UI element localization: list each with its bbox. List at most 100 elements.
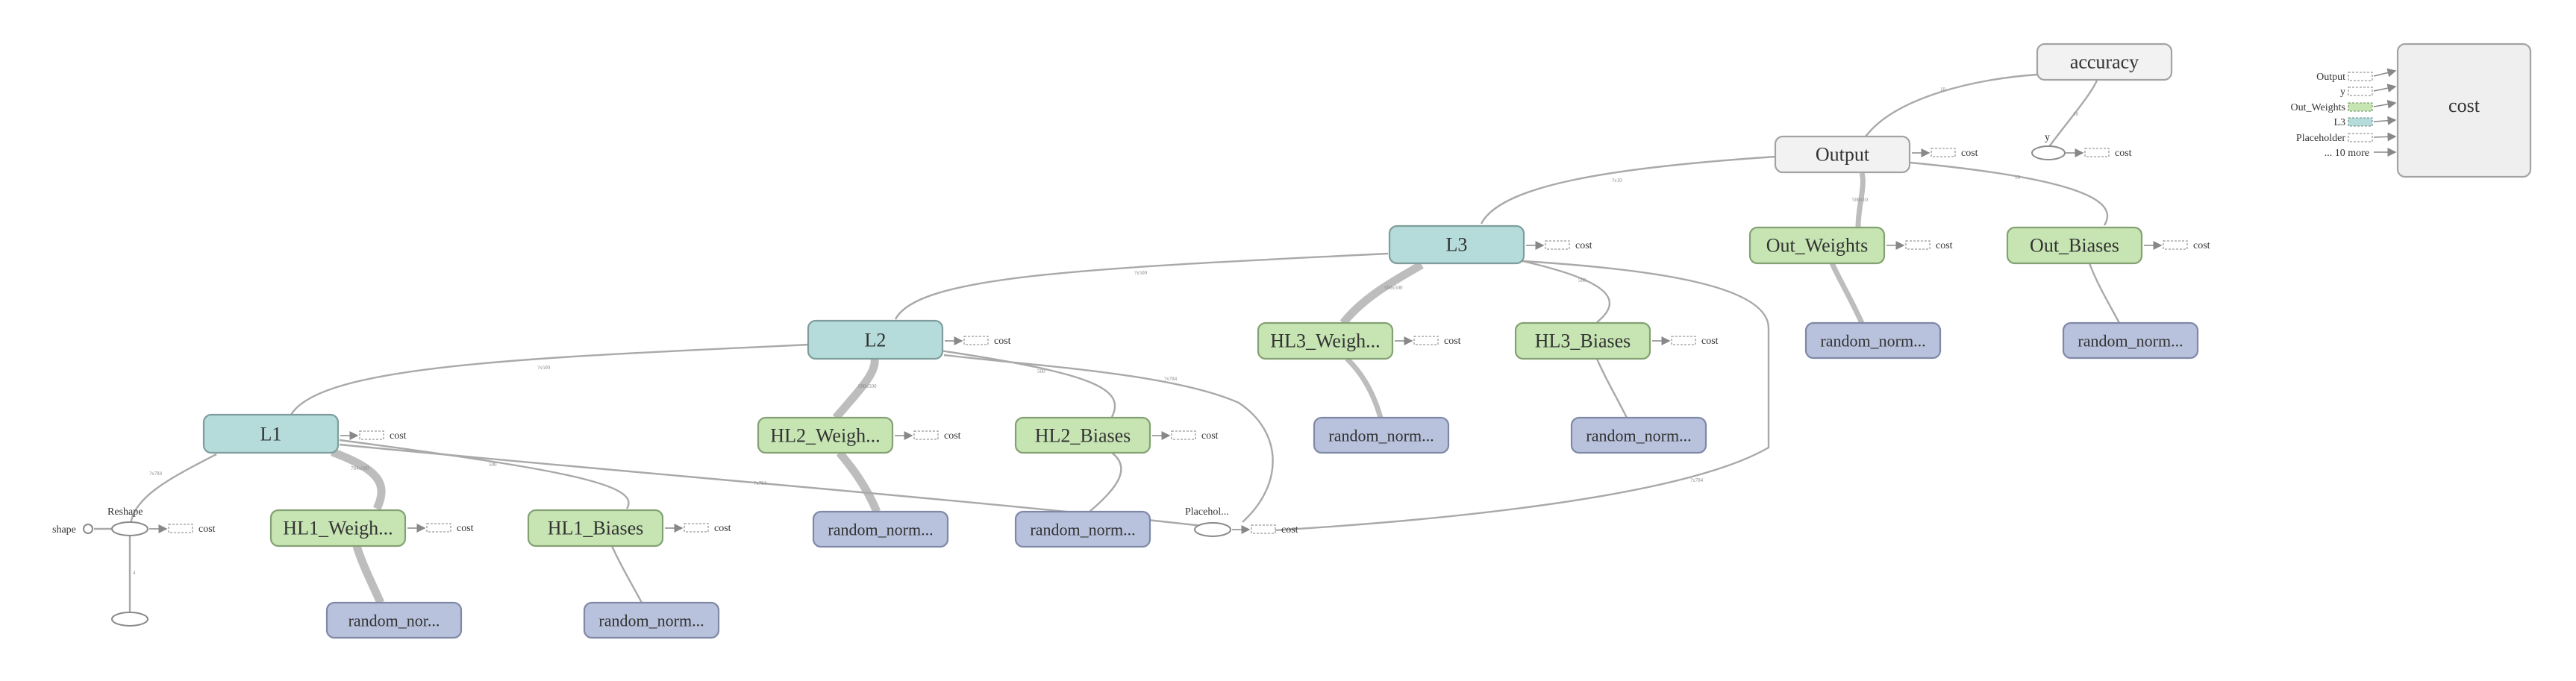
cost-input-output[interactable]: Output: [2316, 68, 2397, 83]
node-output[interactable]: Output: [1774, 135, 1911, 174]
cost-label: cost: [390, 430, 407, 442]
node-label: random_norm...: [1820, 332, 1925, 351]
cost-stub-output[interactable]: cost: [1912, 148, 1978, 159]
cost-stub-y[interactable]: cost: [2066, 148, 2132, 159]
node-label: y: [2045, 132, 2050, 143]
node-reshape-output[interactable]: [111, 612, 149, 627]
edge-hl2b-l2: [940, 349, 1116, 418]
edge-reshape-l1: [129, 453, 217, 525]
node-label: HL3_Weigh...: [1270, 330, 1380, 352]
edge-rn-hl1w: [352, 545, 385, 605]
node-l2[interactable]: L2: [807, 319, 944, 360]
edge-label: 500x500: [858, 383, 877, 389]
cost-stub-hl1-weights[interactable]: cost: [407, 523, 474, 534]
node-out-weights[interactable]: Out_Weights: [1748, 226, 1886, 265]
cost-stub-hl3-weights[interactable]: cost: [1395, 336, 1461, 347]
node-label: random_norm...: [598, 612, 704, 630]
node-y[interactable]: y: [2031, 132, 2066, 160]
cost-label: cost: [1444, 336, 1461, 347]
cost-stub-hl2-biases[interactable]: cost: [1152, 430, 1219, 442]
node-random-norm-hl3-weights[interactable]: random_norm...: [1313, 416, 1450, 454]
node-label: HL2_Biases: [1035, 425, 1131, 447]
edge-label: 784x500: [351, 465, 369, 471]
edge-hl2w-l2: [832, 358, 879, 421]
cost-input-label: Placeholder: [2296, 133, 2345, 144]
node-label: HL3_Biases: [1535, 330, 1631, 352]
node-label: random_nor...: [348, 612, 440, 630]
cost-stub-l2[interactable]: cost: [945, 336, 1011, 347]
node-out-biases[interactable]: Out_Biases: [2006, 226, 2143, 265]
cost-stub-out-weights[interactable]: cost: [1886, 240, 1953, 251]
cost-panel[interactable]: cost Output y Out_Weights L3 Placeholder: [2290, 43, 2532, 178]
node-hl2-weights[interactable]: HL2_Weigh...: [757, 416, 894, 454]
cost-label: cost: [1936, 240, 1953, 251]
cost-stub-l1[interactable]: cost: [340, 430, 407, 442]
node-label: shape: [52, 524, 76, 536]
cost-label: cost: [1701, 336, 1719, 347]
cost-input-label: L3: [2333, 117, 2345, 128]
node-hl1-weights[interactable]: HL1_Weigh...: [269, 509, 407, 547]
node-l1[interactable]: L1: [202, 413, 340, 454]
cost-stub-out-biases[interactable]: cost: [2144, 240, 2210, 251]
cost-label: cost: [1575, 240, 1592, 251]
node-label: L1: [260, 424, 282, 445]
node-hl3-biases[interactable]: HL3_Biases: [1514, 321, 1651, 360]
cost-stub-hl1-biases[interactable]: cost: [665, 523, 731, 534]
edge-label: 500: [489, 462, 497, 468]
node-label: Out_Biases: [2030, 235, 2119, 257]
node-hl1-biases[interactable]: HL1_Biases: [527, 509, 664, 547]
node-label: Reshape: [107, 506, 143, 518]
node-hl3-weights[interactable]: HL3_Weigh...: [1257, 321, 1394, 360]
edge-label: 10: [2073, 111, 2079, 117]
cost-label: cost: [994, 336, 1011, 347]
cost-input-label: Out_Weights: [2290, 102, 2345, 113]
node-random-norm-hl2-biases[interactable]: random_norm...: [1014, 510, 1151, 548]
cost-label: cost: [1201, 430, 1219, 442]
edge-outbiases-output: [1910, 161, 2109, 226]
node-random-nor-hl1-weights[interactable]: random_nor...: [325, 601, 463, 639]
node-reshape[interactable]: Reshape: [107, 506, 149, 536]
cost-input-out-weights[interactable]: Out_Weights: [2290, 99, 2397, 113]
edge-label: ?x784: [1690, 477, 1704, 483]
node-placeholder[interactable]: Placehol...: [1185, 506, 1231, 537]
node-random-norm-hl2-weights[interactable]: random_norm...: [812, 510, 949, 548]
cost-label: cost: [1281, 524, 1298, 536]
node-label: accuracy: [2070, 51, 2139, 73]
node-random-norm-out-weights[interactable]: random_norm...: [1804, 321, 1942, 360]
cost-stub-hl3-biases[interactable]: cost: [1652, 336, 1719, 347]
node-l3[interactable]: L3: [1388, 225, 1525, 265]
node-shape[interactable]: shape: [52, 524, 93, 536]
edge-rn-hl2b: [1089, 452, 1122, 512]
edge-label: 500x10: [1852, 197, 1869, 203]
cost-stub-reshape[interactable]: cost: [149, 524, 216, 535]
cost-input-placeholder[interactable]: Placeholder: [2296, 132, 2397, 144]
cost-input-label: Output: [2316, 72, 2345, 83]
cost-stub-hl2-weights[interactable]: cost: [895, 430, 961, 442]
node-accuracy[interactable]: accuracy: [2036, 43, 2173, 81]
cost-input-label: y: [2340, 87, 2345, 98]
cost-stub-l3[interactable]: cost: [1526, 240, 1592, 251]
node-random-norm-hl1-biases[interactable]: random_norm...: [583, 601, 720, 639]
cost-input-more[interactable]: ... 10 more: [2325, 148, 2397, 159]
cost-input-y[interactable]: y: [2340, 84, 2397, 98]
edge-ph-l2: [943, 354, 1274, 523]
node-hl2-biases[interactable]: HL2_Biases: [1014, 416, 1151, 454]
cost-stubs: cost cost cost cost cost cost: [149, 148, 2210, 536]
cost-input-l3[interactable]: L3: [2333, 116, 2397, 128]
edge-label: ?x784: [754, 480, 767, 486]
node-random-norm-out-biases[interactable]: random_norm...: [2062, 321, 2199, 360]
cost-stub-placeholder[interactable]: cost: [1232, 524, 1298, 536]
node-label: Out_Weights: [1766, 235, 1869, 257]
edge-hl1b-l1: [339, 439, 630, 509]
node-label: HL2_Weigh...: [770, 425, 880, 447]
edge-label: 500: [1578, 277, 1586, 283]
node-random-norm-hl3-biases[interactable]: random_norm...: [1570, 416, 1707, 454]
node-label: Placehol...: [1185, 506, 1229, 518]
edge-outweights-output: [1855, 172, 1866, 228]
edge-rn-hl1b: [610, 545, 643, 603]
edge-label: 10: [1940, 87, 1946, 92]
node-label: HL1_Biases: [548, 518, 644, 539]
edge-hl1w-l1: [331, 448, 386, 511]
edge-l3-output: [1480, 155, 1777, 225]
edge-hl3w-l3: [1339, 261, 1424, 326]
